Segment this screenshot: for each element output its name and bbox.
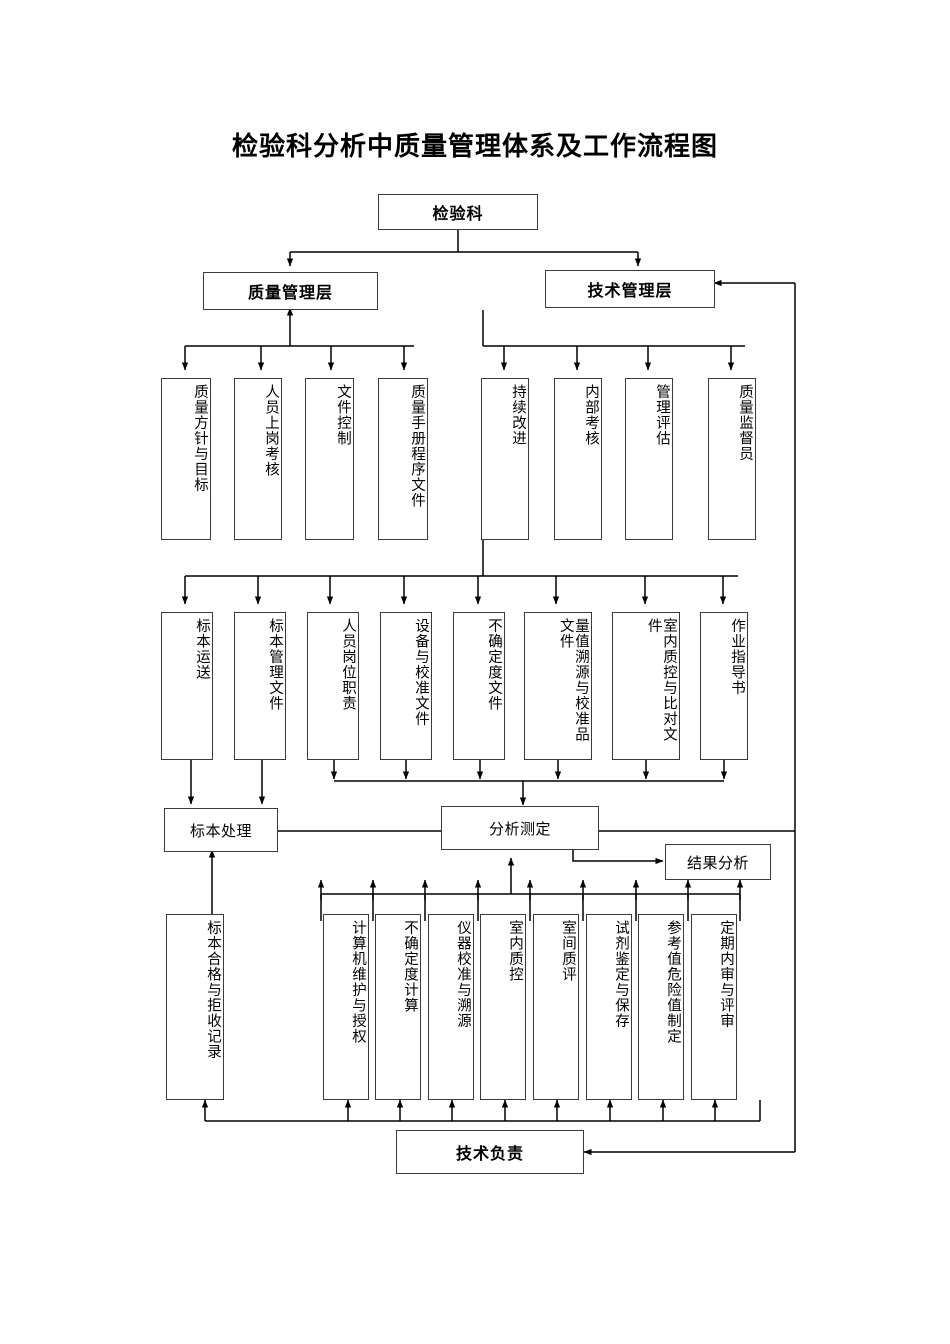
node-row3-reference-critical-value-setting[interactable]: 参考值危险值制定 [638, 914, 684, 1100]
node-row3-specimen-accept-reject-record[interactable]: 标本合格与拒收记录 [166, 914, 224, 1100]
node-label: 定期内审与评审 [718, 920, 734, 1029]
node-label: 计算机维护与授权 [350, 920, 366, 1044]
node-label: 分析测定 [488, 819, 551, 838]
node-label: 标本运送 [194, 618, 210, 680]
node-quality-management-layer[interactable]: 质量管理层 [203, 272, 378, 310]
node-row1-continuous-improvement[interactable]: 持续改进 [481, 378, 529, 540]
node-inspection-department[interactable]: 检验科 [378, 194, 538, 230]
node-row2-work-instruction[interactable]: 作业指导书 [700, 612, 748, 760]
node-label: 作业指导书 [729, 618, 745, 696]
node-label: 质量手册程序文件 [409, 384, 425, 508]
node-row3-uncertainty-calculation[interactable]: 不确定度计算 [375, 914, 421, 1100]
node-row2-uncertainty-doc[interactable]: 不确定度文件 [453, 612, 505, 760]
node-specimen-processing[interactable]: 标本处理 [164, 808, 278, 852]
node-result-analysis[interactable]: 结果分析 [665, 844, 771, 880]
node-row3-internal-quality-control[interactable]: 室内质控 [480, 914, 526, 1100]
node-label: 人员岗位职责 [340, 618, 356, 711]
node-row2-traceability-calibrator-doc[interactable]: 量值溯源与校准品文件 [524, 612, 592, 760]
node-label: 设备与校准文件 [413, 618, 429, 727]
node-row3-instrument-calibration-traceability[interactable]: 仪器校准与溯源 [428, 914, 474, 1100]
node-label: 室内质控 [507, 920, 523, 982]
node-row3-reagent-identification-storage[interactable]: 试剂鉴定与保存 [586, 914, 632, 1100]
node-row1-internal-assessment[interactable]: 内部考核 [554, 378, 602, 540]
node-row2-internal-qc-comparison-doc[interactable]: 室内质控与比对文件 [612, 612, 680, 760]
node-label: 结果分析 [686, 853, 749, 872]
node-label: 技术管理层 [587, 281, 673, 300]
node-label: 标本管理文件 [267, 618, 283, 711]
node-label: 试剂鉴定与保存 [613, 920, 629, 1029]
node-row2-specimen-management-doc[interactable]: 标本管理文件 [234, 612, 286, 760]
node-label: 人员上岗考核 [263, 384, 279, 477]
node-technical-management-layer[interactable]: 技术管理层 [545, 270, 715, 308]
node-technical-responsible[interactable]: 技术负责 [396, 1130, 584, 1174]
node-row1-staff-onboarding-assessment[interactable]: 人员上岗考核 [234, 378, 282, 540]
node-row2-equipment-calibration-doc[interactable]: 设备与校准文件 [380, 612, 432, 760]
node-row1-document-control[interactable]: 文件控制 [305, 378, 354, 540]
node-label: 检验科 [432, 204, 484, 223]
node-label: 质量方针与目标 [192, 384, 208, 493]
node-label: 仪器校准与溯源 [455, 920, 471, 1029]
node-label: 文件控制 [335, 384, 351, 446]
node-analysis-measurement[interactable]: 分析测定 [441, 806, 599, 850]
node-row2-specimen-transport[interactable]: 标本运送 [161, 612, 213, 760]
node-row1-quality-manual-procedure-doc[interactable]: 质量手册程序文件 [378, 378, 428, 540]
node-label: 室间质评 [560, 920, 576, 982]
node-label: 量值溯源与校准品文件 [557, 618, 589, 742]
node-row1-quality-policy-target[interactable]: 质量方针与目标 [161, 378, 211, 540]
node-label: 质量管理层 [247, 283, 333, 302]
node-label: 管理评估 [654, 384, 670, 446]
node-row1-management-evaluation[interactable]: 管理评估 [625, 378, 673, 540]
node-label: 持续改进 [510, 384, 526, 446]
node-label: 质量监督员 [737, 384, 753, 462]
node-label: 室内质控与比对文件 [645, 618, 677, 742]
node-label: 技术负责 [455, 1144, 524, 1163]
node-label: 内部考核 [583, 384, 599, 446]
node-row3-periodic-internal-audit-review[interactable]: 定期内审与评审 [691, 914, 737, 1100]
node-row3-external-quality-assessment[interactable]: 室间质评 [533, 914, 579, 1100]
node-row1-quality-supervisor[interactable]: 质量监督员 [708, 378, 756, 540]
node-label: 不确定度文件 [486, 618, 502, 711]
page-title: 检验科分析中质量管理体系及工作流程图 [231, 132, 718, 162]
node-label: 参考值危险值制定 [665, 920, 681, 1044]
node-label: 标本处理 [189, 821, 252, 840]
node-row3-computer-maintenance-authorization[interactable]: 计算机维护与授权 [323, 914, 369, 1100]
node-label: 标本合格与拒收记录 [205, 920, 221, 1060]
node-label: 不确定度计算 [402, 920, 418, 1013]
node-row2-staff-post-duties[interactable]: 人员岗位职责 [307, 612, 359, 760]
